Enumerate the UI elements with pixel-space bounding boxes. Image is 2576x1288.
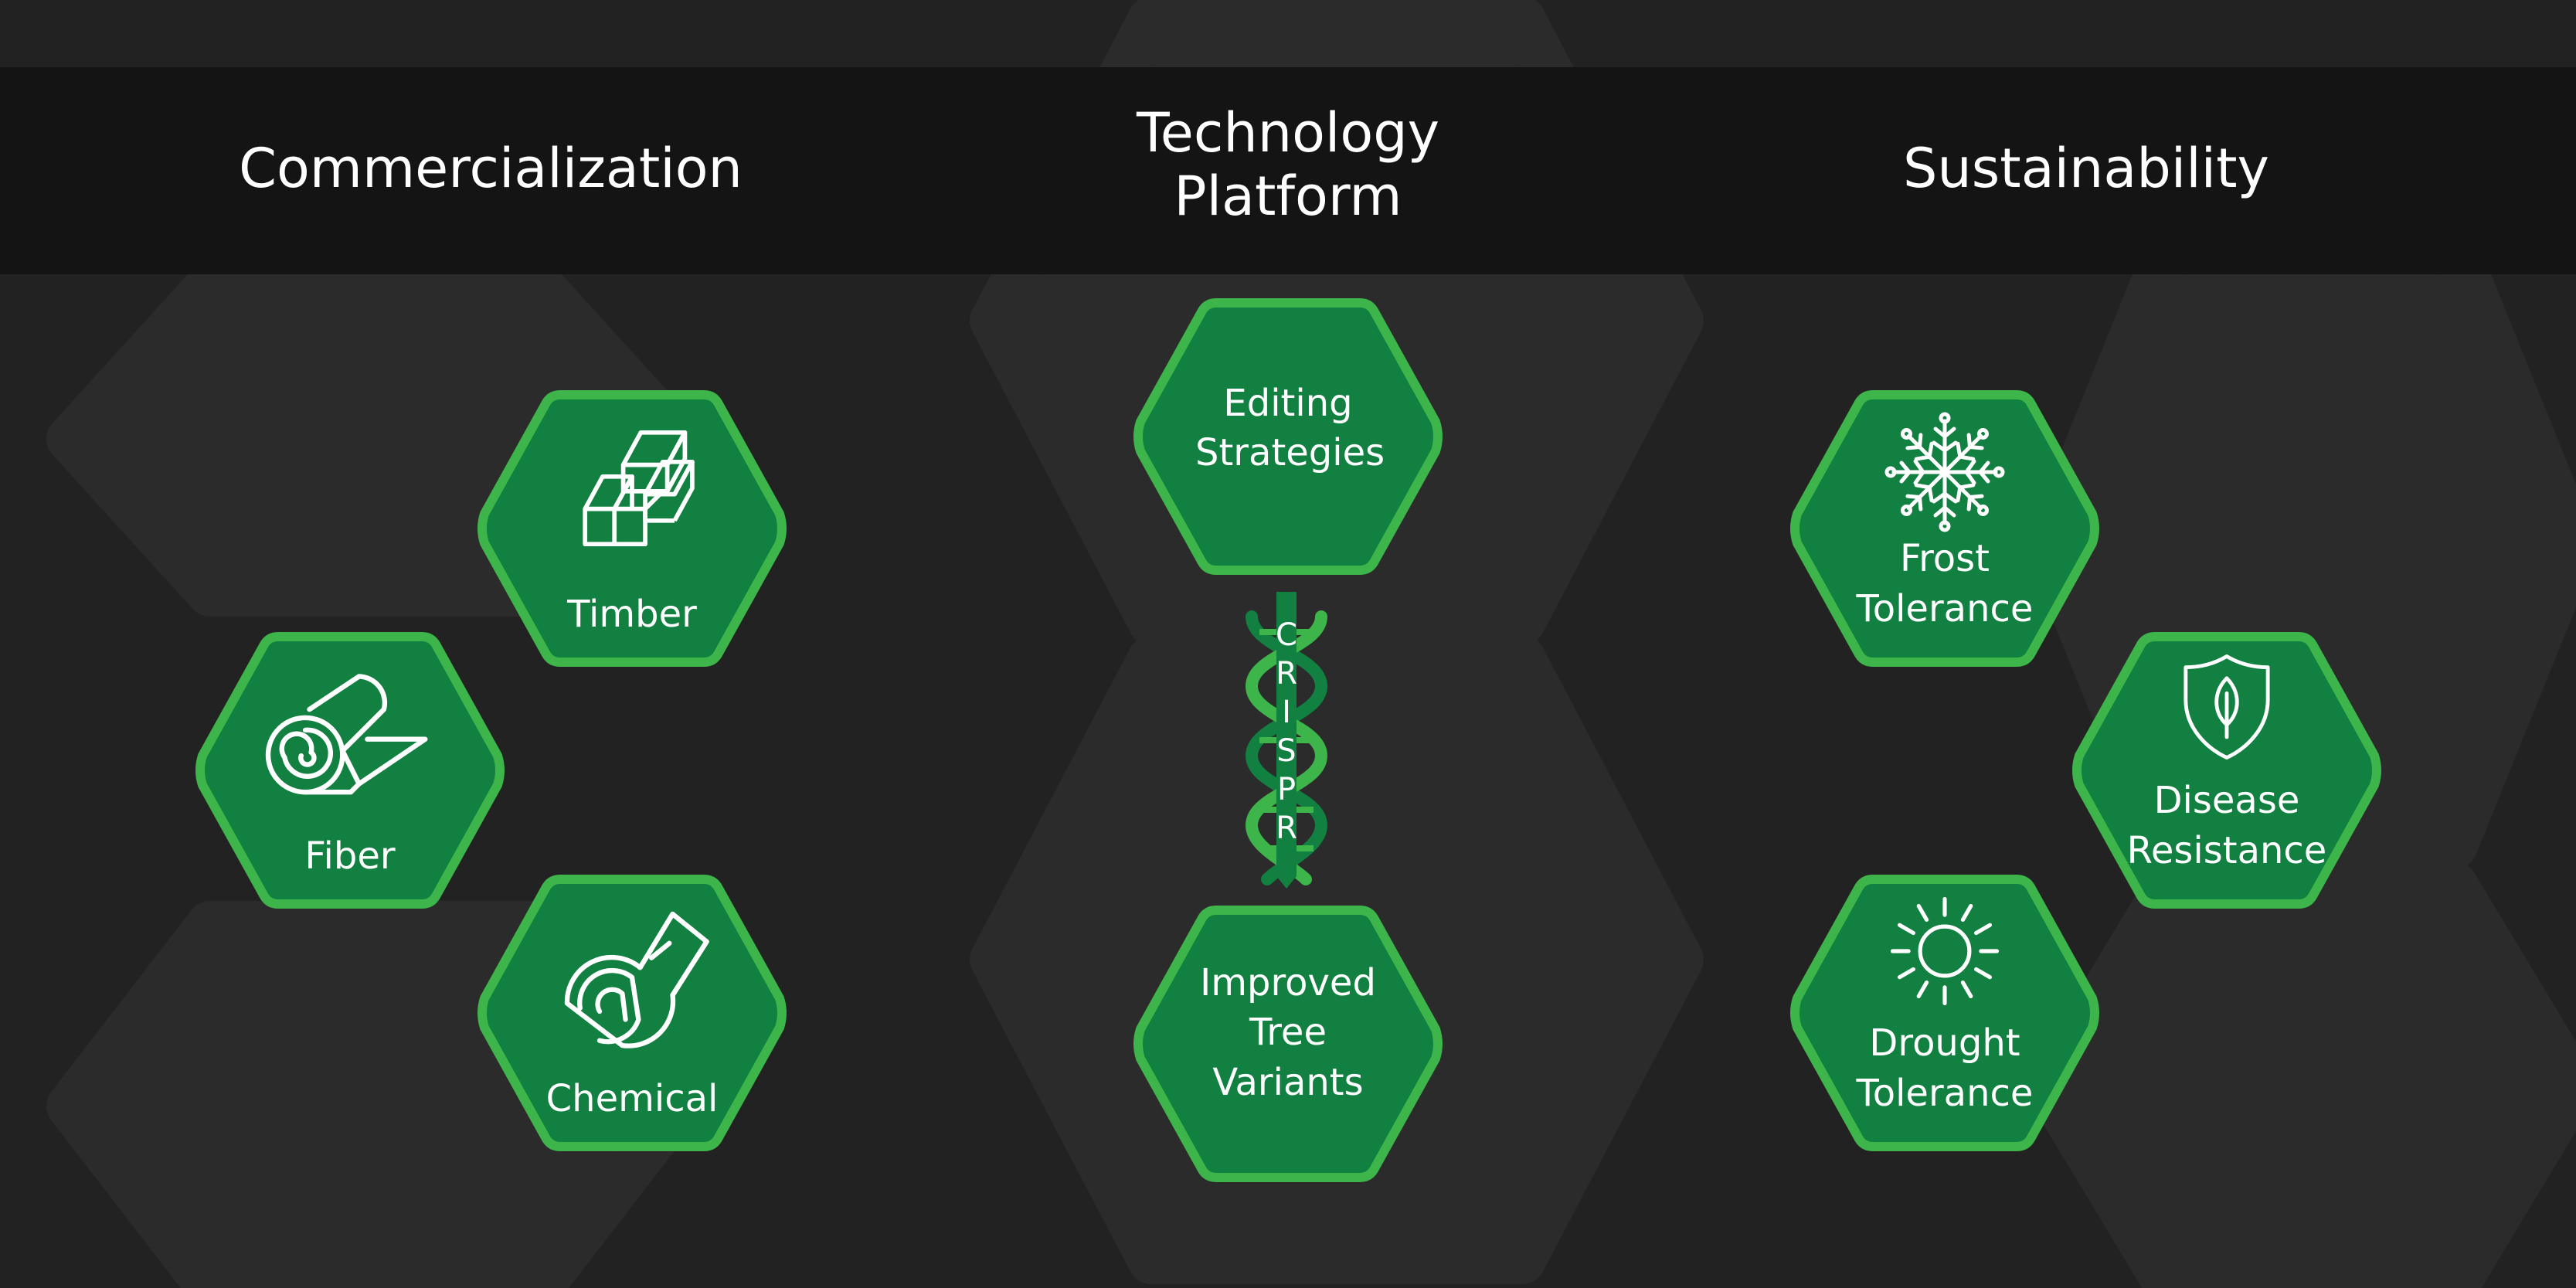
lumber-icon [583,430,695,547]
heading-sustainability: Sustainability [1903,137,2269,200]
crispr-letter: R [1276,656,1297,692]
node-improved-tree-variants: Improved Tree Variants [1130,902,1446,1185]
log-cross-section-icon [564,911,709,1048]
crispr-letter: I [1282,695,1291,730]
node-frost-tolerance: Frost Tolerance [1786,387,2103,670]
hexagon-outline [1133,906,1443,1182]
sun-icon [1887,896,2003,1009]
node-label: Timber [567,593,697,636]
dna-helix-icon [1245,592,1328,889]
hexagon-outline [477,875,787,1151]
bg-hex [2024,861,2576,1288]
node-label: Drought Tolerance [1856,1021,2034,1116]
hexagon-shape [477,390,787,667]
node-fiber: Fiber [192,629,508,912]
crispr-letter: R [1276,811,1297,846]
node-chemical: Chemical [474,872,790,1154]
hexagon-outline [477,390,787,667]
heading-commercialization: Commercialization [239,137,743,200]
node-label: Chemical [545,1077,719,1120]
hexagon-shape [477,875,787,1151]
node-label: Editing Strategies [1195,382,1385,475]
node-label: Improved Tree Variants [1200,961,1376,1104]
node-editing-strategies: Editing Strategies [1130,295,1446,578]
snowflake-icon [1883,412,2007,534]
hexagon-shape [2072,632,2381,909]
node-timber: Timber [474,387,790,670]
crispr-letter: S [1276,733,1296,769]
node-label: Frost Tolerance [1856,537,2034,631]
hexagon-outline [1790,875,2099,1151]
paper-roll-icon [265,674,428,795]
node-label: Disease Resistance [2126,779,2327,873]
heading-technology-platform: Technology Platform [1136,101,1440,228]
shield-leaf-icon [2183,654,2270,760]
hexagon-shape [1790,875,2099,1151]
hexagon-shape [1133,906,1443,1182]
node-drought-tolerance: Drought Tolerance [1786,872,2103,1154]
crispr-connector: C R I S P R [1236,586,1337,889]
hexagon-outline [2072,632,2381,909]
header-band [0,67,2576,274]
node-disease-resistance: Disease Resistance [2068,629,2385,912]
hexagon-shape [1133,298,1443,575]
node-label: Fiber [304,834,396,878]
crispr-letter: C [1276,617,1297,653]
crispr-letter: P [1276,772,1296,807]
hexagon-outline [1133,298,1443,575]
